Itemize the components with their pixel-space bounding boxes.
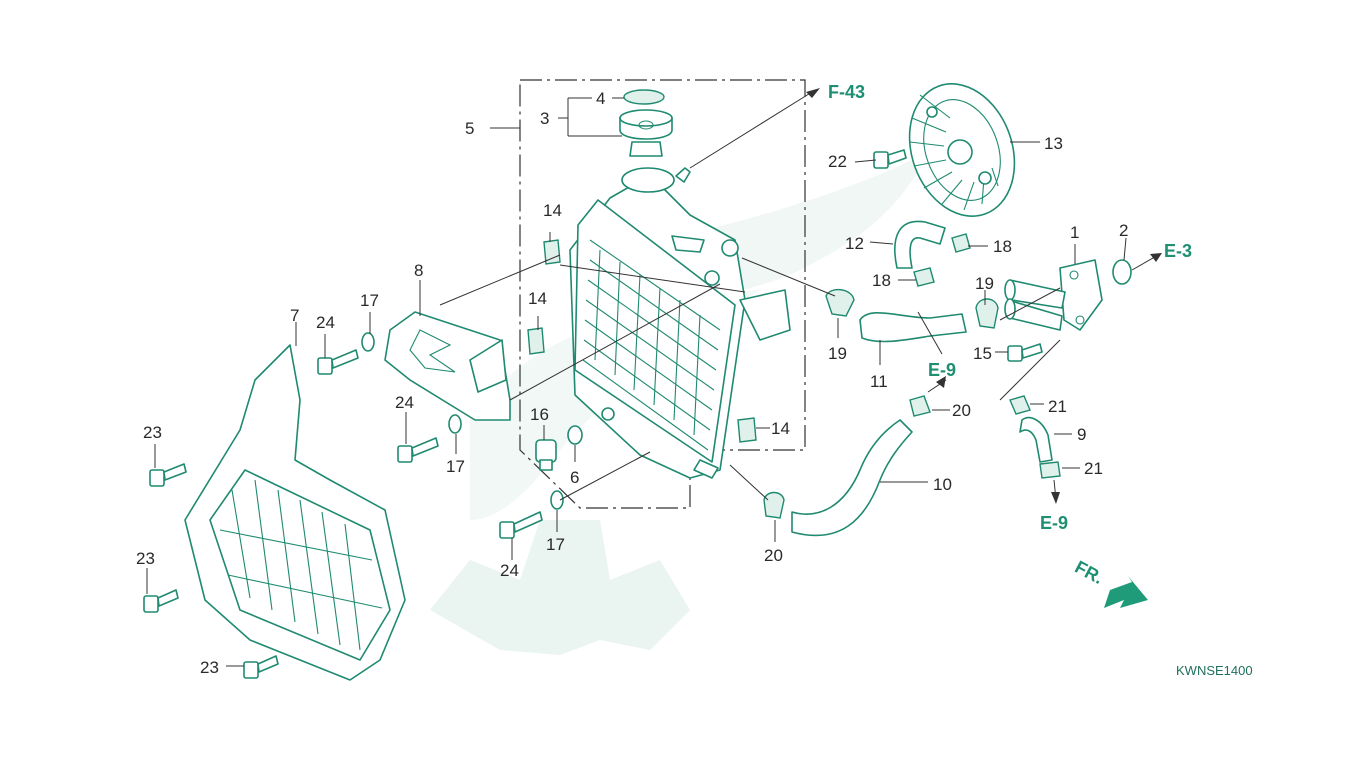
callout-8: 8 xyxy=(414,261,423,280)
arrowheads xyxy=(806,88,1162,504)
callout-17-c: 17 xyxy=(546,535,565,554)
clamp-21-b xyxy=(1039,461,1061,479)
clip-18-a xyxy=(951,233,971,253)
hose-12 xyxy=(894,220,946,269)
bolt-22 xyxy=(873,149,907,169)
bolt-23-a xyxy=(149,463,187,487)
callout-11: 11 xyxy=(870,372,888,391)
clamp-21-a xyxy=(1009,395,1031,415)
leader-lines xyxy=(146,91,1161,667)
bolt-23-b xyxy=(143,589,179,613)
clip-14-b xyxy=(527,327,545,355)
washer-17-c xyxy=(550,490,564,510)
callout-24-c: 24 xyxy=(500,561,519,580)
clamp-20-a xyxy=(909,395,931,417)
clamp-20-b xyxy=(763,491,785,519)
callout-23-b: 23 xyxy=(136,549,155,568)
ref-f43: F-43 xyxy=(828,82,865,102)
radiator-assembly-box xyxy=(519,79,806,509)
thermostat-housing xyxy=(1004,259,1103,331)
o-ring-2 xyxy=(1112,259,1132,285)
shroud xyxy=(384,311,511,421)
callout-20-b: 20 xyxy=(764,546,783,565)
clip-19-a xyxy=(825,289,855,317)
callout-23-a: 23 xyxy=(143,423,162,442)
callout-20-a: 20 xyxy=(952,401,971,420)
callout-23-c: 23 xyxy=(200,658,219,677)
radiator-grille xyxy=(184,344,406,681)
bolt-15 xyxy=(1007,343,1043,362)
callout-9: 9 xyxy=(1077,425,1086,444)
clip-14-c xyxy=(737,417,757,443)
cooling-fan xyxy=(908,83,1016,217)
washer-6 xyxy=(567,425,583,445)
callout-24-a: 24 xyxy=(316,313,335,332)
callout-16: 16 xyxy=(530,405,549,424)
callout-19-b: 19 xyxy=(975,274,994,293)
callout-15: 15 xyxy=(973,344,992,363)
clip-19-b xyxy=(975,298,999,329)
callout-3: 3 xyxy=(540,109,549,128)
callout-18-b: 18 xyxy=(872,271,891,290)
washer-17-b xyxy=(448,414,462,434)
callout-13: 13 xyxy=(1044,134,1063,153)
callout-7: 7 xyxy=(290,306,299,325)
hose-9 xyxy=(1019,416,1053,463)
callout-2: 2 xyxy=(1119,221,1128,240)
callout-4: 4 xyxy=(596,89,605,108)
callout-1: 1 xyxy=(1070,223,1079,242)
ref-e9-upper: E-9 xyxy=(928,360,956,380)
callout-14-b: 14 xyxy=(528,289,547,308)
clip-14-a xyxy=(543,239,561,265)
callout-17-a: 17 xyxy=(360,291,379,310)
drain-bolt xyxy=(535,439,557,471)
radiator xyxy=(569,167,791,479)
bolt-24-c xyxy=(499,511,543,539)
diagram-code: KWNSE1400 xyxy=(1176,663,1253,678)
bolt-24-b xyxy=(397,437,439,463)
front-direction-label: FR. xyxy=(1072,557,1107,588)
callout-12: 12 xyxy=(845,234,864,253)
callout-21-a: 21 xyxy=(1048,397,1067,416)
washer-17-a xyxy=(361,332,375,352)
hose-10 xyxy=(791,419,913,537)
radiator-cap xyxy=(619,89,673,157)
hose-11 xyxy=(859,312,967,343)
ref-e9-lower: E-9 xyxy=(1040,513,1068,533)
bolt-23-c xyxy=(243,655,279,679)
callout-6: 6 xyxy=(570,468,579,487)
callout-14-c: 14 xyxy=(771,419,790,438)
callout-17-b: 17 xyxy=(446,457,465,476)
callout-5: 5 xyxy=(465,119,474,138)
callout-24-b: 24 xyxy=(395,393,414,412)
ref-e3: E-3 xyxy=(1164,241,1192,261)
bolt-24-a xyxy=(317,349,359,375)
callout-10: 10 xyxy=(933,475,952,494)
clip-18-b xyxy=(913,267,935,287)
callout-18-a: 18 xyxy=(993,237,1012,256)
callouts: 1 2 3 4 5 6 7 8 9 10 11 12 13 14 14 14 1… xyxy=(136,89,1128,677)
callout-21-b: 21 xyxy=(1084,459,1103,478)
callout-22: 22 xyxy=(828,152,847,171)
callout-14-a: 14 xyxy=(543,201,562,220)
front-direction-arrow xyxy=(1104,576,1148,608)
callout-19-a: 19 xyxy=(828,344,847,363)
